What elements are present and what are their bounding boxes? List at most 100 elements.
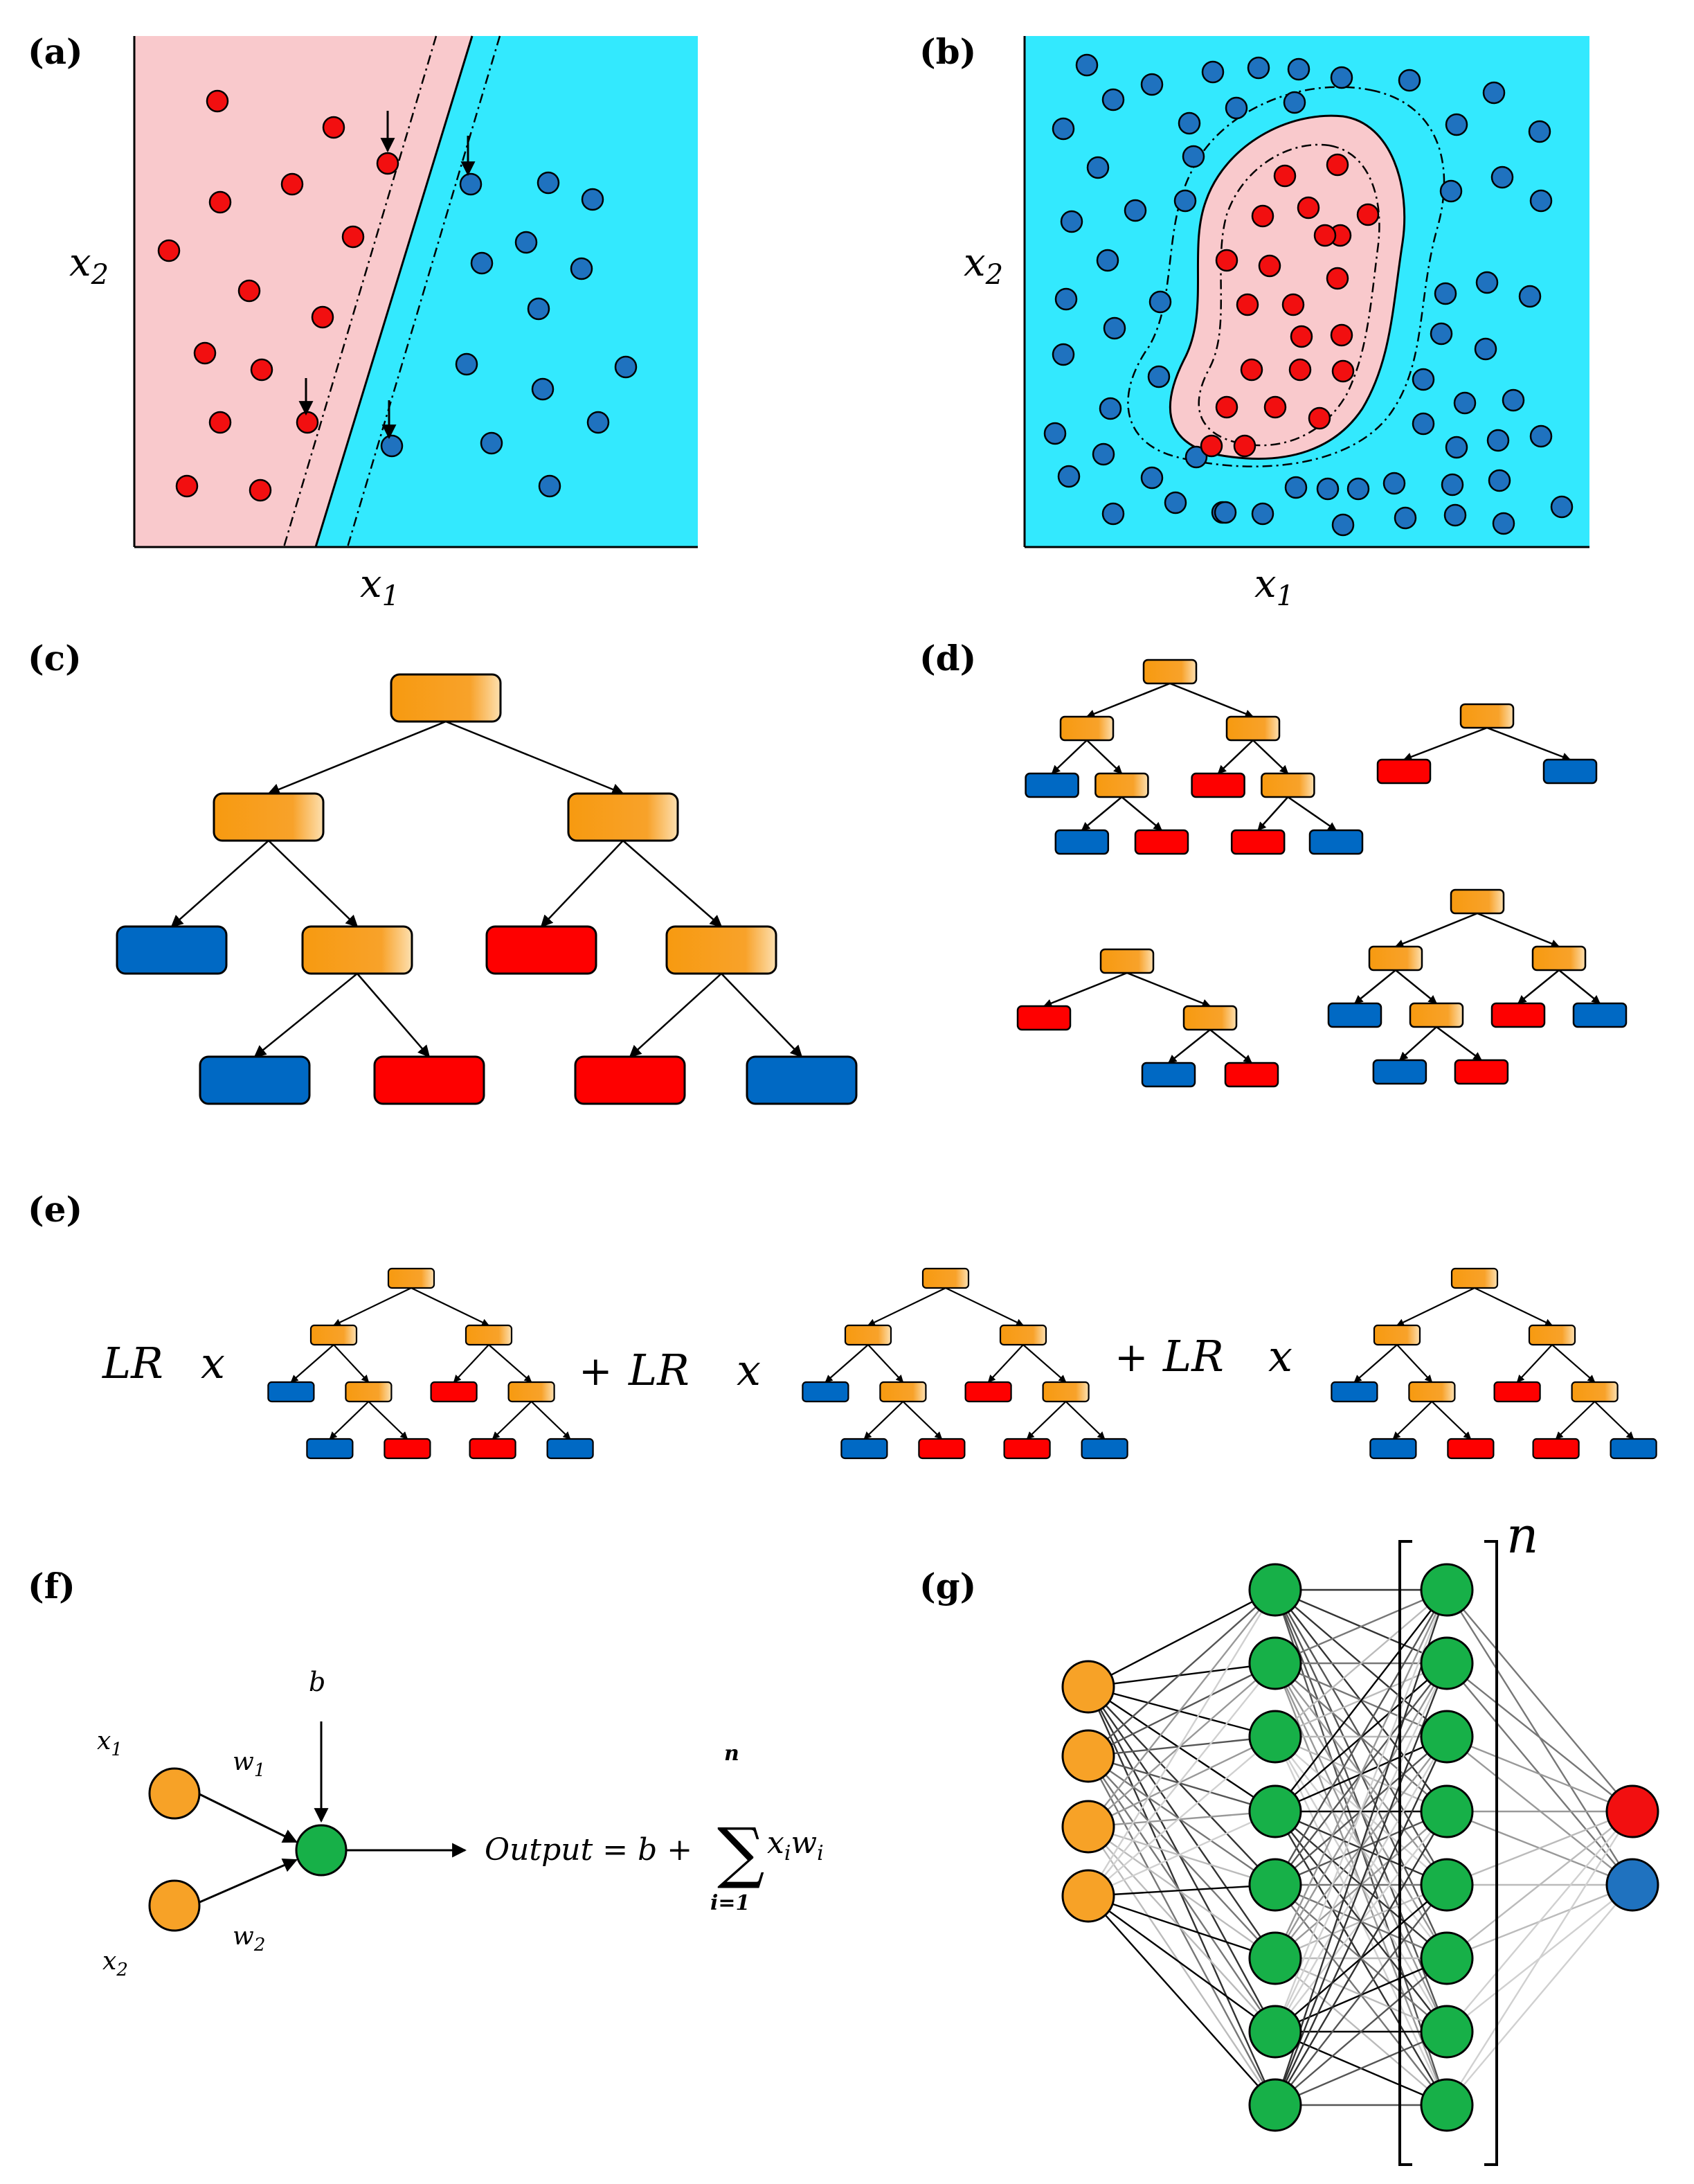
x-axis-label: x1: [360, 562, 399, 612]
network-edge: [1088, 1662, 1276, 1688]
red-data-point: [1233, 434, 1256, 458]
tree-edge: [1555, 1401, 1596, 1440]
network-edge: [1088, 1895, 1276, 2032]
panel-label-g: (g): [919, 1566, 976, 1606]
red-data-point: [206, 89, 229, 113]
red-data-point: [1281, 293, 1305, 316]
tree-edge: [867, 1344, 904, 1383]
tree-edge: [1517, 969, 1560, 1004]
decision-node: [1408, 1381, 1456, 1403]
hidden-neuron: [1248, 2005, 1302, 2059]
sum-term: xiwi: [767, 1825, 824, 1865]
red-data-point: [1326, 153, 1349, 177]
input-neuron: [1061, 1729, 1115, 1783]
tree-edge: [368, 1401, 408, 1440]
network-edge: [1274, 1811, 1448, 2106]
blue-data-point: [1103, 316, 1126, 340]
blue-data-point: [1412, 412, 1435, 436]
network-edge: [1088, 1755, 1276, 1813]
learning-rate-term: LR: [1162, 1331, 1224, 1381]
blue-data-point: [1529, 189, 1553, 213]
blue-data-point: [1443, 503, 1467, 527]
blue-data-point: [1434, 282, 1457, 305]
decision-node: [1094, 772, 1149, 798]
margin-line-outer: [1127, 86, 1445, 467]
decision-node: [1459, 703, 1515, 729]
learning-rate-term: LR: [628, 1345, 690, 1395]
network-edge: [1446, 1810, 1633, 1886]
blue-data-point: [1474, 337, 1497, 361]
hidden-neuron: [1248, 1563, 1302, 1617]
tree-edge: [1398, 1026, 1437, 1061]
blue-data-point: [1490, 165, 1514, 189]
network-edge: [1274, 1589, 1448, 1959]
red-data-point: [249, 478, 272, 502]
tree-edge: [1065, 1401, 1106, 1440]
blue-data-point: [1184, 445, 1208, 469]
tree-edge: [1085, 682, 1171, 718]
tree-edge: [1431, 1401, 1472, 1440]
tree-edge: [1436, 1026, 1482, 1062]
tree-edge: [1126, 972, 1211, 1008]
leaf-node-red: [964, 1381, 1012, 1403]
hidden-neuron: [1248, 1784, 1302, 1838]
decision-node: [1450, 1267, 1499, 1289]
leaf-node-blue: [1308, 829, 1364, 855]
decision-node: [309, 1324, 358, 1346]
tree-edge: [1396, 1287, 1475, 1326]
red-data-point: [341, 225, 365, 249]
network-edge: [1088, 1686, 1276, 1886]
tree-edge: [945, 1287, 1024, 1326]
tree-edge: [1394, 912, 1478, 948]
network-edge: [1088, 1588, 1276, 1688]
blue-data-point: [1284, 476, 1308, 499]
bias-label: b: [309, 1667, 325, 1697]
input-label-x1: x1: [97, 1727, 123, 1760]
blue-data-point: [459, 172, 483, 196]
blue-data-point: [614, 355, 638, 379]
tree-edge: [170, 840, 269, 928]
tree-edge: [453, 1344, 489, 1383]
plus-symbol: +: [1115, 1334, 1148, 1381]
sum-upper-limit: n: [724, 1742, 739, 1766]
tree-edge: [1252, 740, 1289, 774]
red-data-point: [193, 341, 217, 365]
blue-data-point: [1173, 189, 1197, 213]
decision-node: [1450, 888, 1505, 915]
blue-data-point: [1529, 424, 1553, 448]
leaf-node-blue: [1610, 1438, 1657, 1460]
output-neuron-blue: [1605, 1858, 1659, 1912]
tree-edge: [1486, 726, 1571, 761]
blue-data-point: [1475, 271, 1499, 294]
leaf-node-red: [469, 1438, 516, 1460]
layer-repeat-bracket-left: [1398, 1540, 1412, 2166]
decision-node: [1059, 715, 1115, 742]
tree-edge: [1121, 796, 1162, 831]
tree-edge: [825, 1344, 869, 1383]
red-data-point: [208, 411, 232, 434]
decision-node: [921, 1267, 970, 1289]
tree-edge: [629, 973, 722, 1058]
leaf-node-red: [373, 1055, 485, 1105]
red-data-point: [1290, 325, 1313, 348]
tree-edge: [1403, 726, 1488, 761]
tree-edge: [1287, 796, 1337, 832]
network-edge: [1274, 1663, 1448, 2106]
blue-data-point: [1201, 60, 1225, 84]
decision-node: [844, 1324, 892, 1346]
leaf-node-red: [384, 1438, 431, 1460]
blue-data-point: [1528, 120, 1551, 143]
network-edge: [1087, 1686, 1277, 2106]
red-data-point: [1297, 196, 1320, 220]
leaf-node-blue: [116, 925, 228, 975]
plus-symbol: +: [579, 1348, 613, 1395]
blue-data-point: [1043, 422, 1067, 445]
decision-node: [1368, 945, 1423, 972]
network-edge: [1088, 1895, 1276, 2106]
y-axis-label: x2: [964, 240, 1003, 291]
red-data-point: [1313, 224, 1337, 247]
panel-d: (d): [919, 638, 1628, 1088]
margin-line-blue: [346, 35, 501, 548]
tree-edge: [1209, 1029, 1252, 1064]
network-edge: [1088, 1686, 1276, 1812]
